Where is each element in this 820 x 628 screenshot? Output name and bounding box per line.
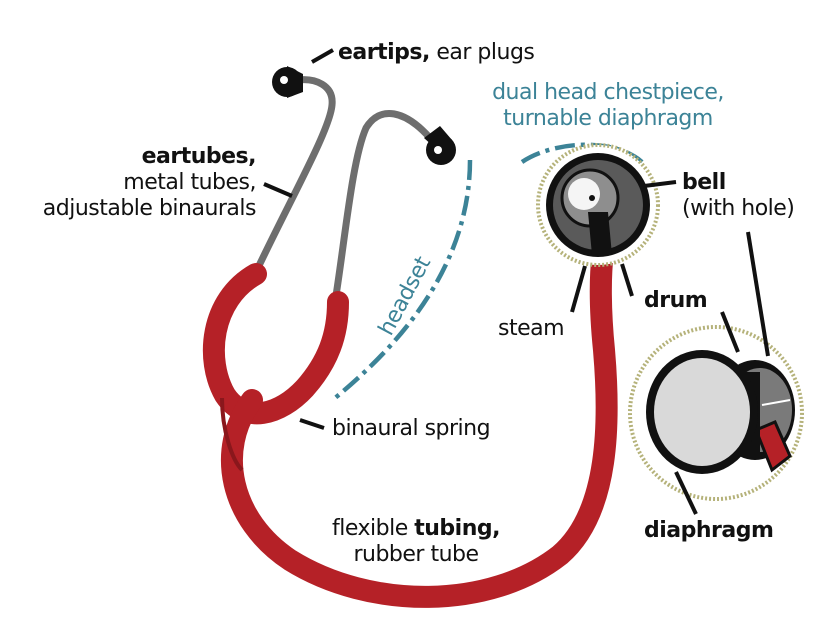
label-eartips: eartips, ear plugs (338, 40, 535, 65)
headset-bracket (333, 159, 473, 400)
chestpiece-top (536, 143, 660, 267)
eartube-right (331, 110, 434, 306)
label-steam: steam (498, 316, 565, 341)
label-diaphragm: diaphragm (644, 518, 774, 543)
label-binaural-spring: binaural spring (332, 416, 491, 441)
leader-lines (263, 48, 770, 515)
binaural-spring-shading (220, 397, 244, 472)
chestpiece-side (628, 325, 804, 501)
eartip-left (272, 66, 303, 98)
label-chestpiece: dual head chestpiece, turnable diaphragm (492, 80, 724, 131)
tubing (202, 241, 618, 608)
eartube-left (252, 76, 336, 276)
label-drum: drum (644, 288, 708, 313)
label-tubing: flexible tubing, rubber tube (332, 516, 500, 567)
label-bell: bell (with hole) (682, 170, 795, 221)
label-eartubes: eartubes, metal tubes, adjustable binaur… (42, 144, 257, 221)
eartip-right (424, 126, 456, 165)
